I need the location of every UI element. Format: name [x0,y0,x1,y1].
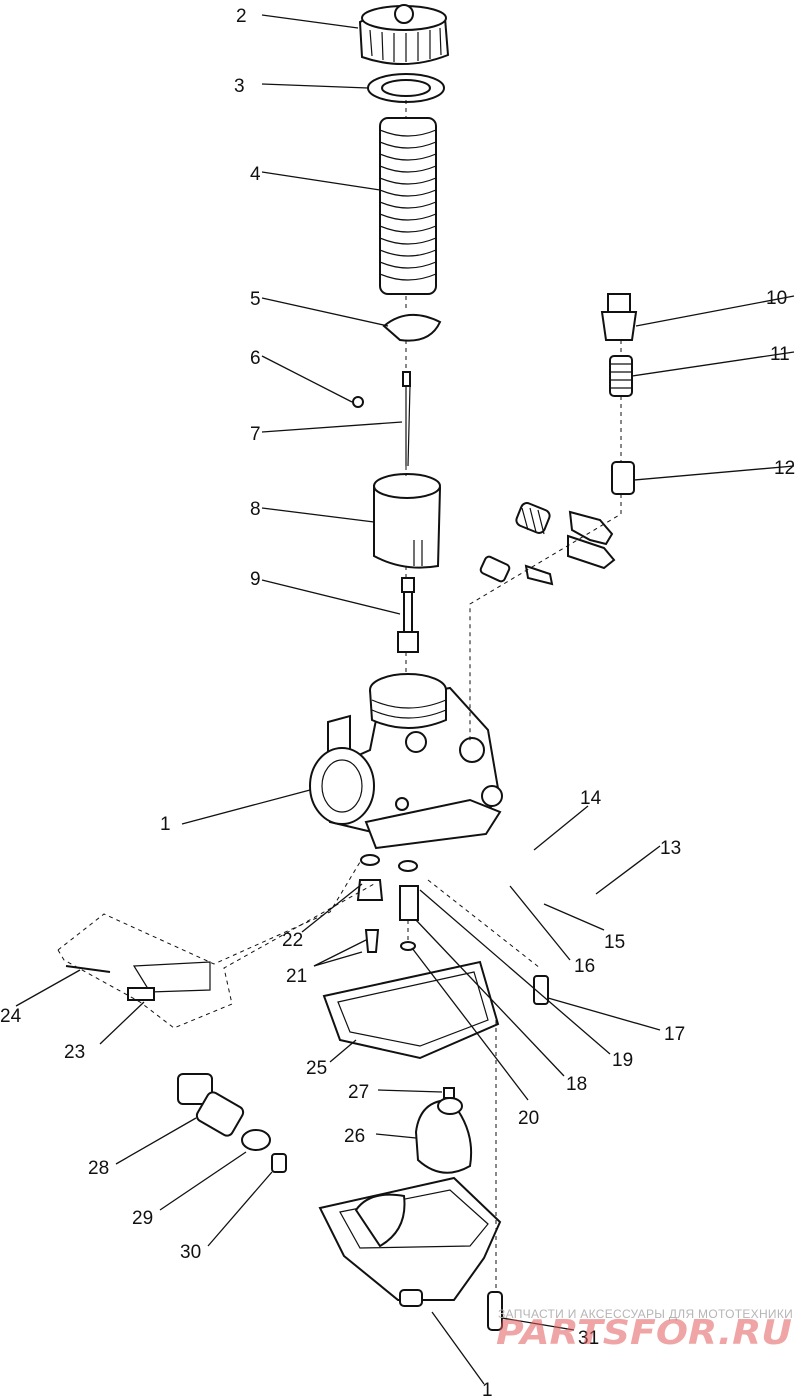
callout-14: 14 [580,788,602,809]
callout-2: 2 [236,6,247,27]
callout-30: 30 [180,1242,201,1263]
callout-27: 27 [348,1082,369,1103]
callout-15: 15 [604,932,625,953]
part-gasket [322,960,500,1060]
part-spring [379,117,437,295]
callout-1-bottom: 1 [482,1380,493,1398]
part-throttle-slide [373,473,442,569]
callout-29: 29 [132,1208,153,1229]
callout-24: 24 [0,1006,22,1027]
callout-13: 13 [660,838,681,859]
part-drain-washer [241,1129,271,1151]
part-drawings [65,4,638,1331]
callout-9: 9 [250,569,261,590]
part-drain-bolt [177,1073,245,1137]
callout-labels: 1 2 3 4 5 6 7 8 9 10 11 12 13 14 15 16 1… [0,6,795,1398]
watermark-logo: PARTSFOR.RU [496,1313,792,1353]
callout-20: 20 [518,1108,539,1129]
callout-3: 3 [234,76,245,97]
part-needle [402,371,411,467]
part-needle-jet [397,577,419,653]
callout-6: 6 [250,348,261,369]
part-carburetor-body [309,673,503,850]
callout-1: 1 [160,814,171,835]
callout-4: 4 [250,164,261,185]
watermark-caption: ЗАПЧАСТИ И АКСЕССУАРЫ ДЛЯ МОТОТЕХНИКИ [498,1307,793,1321]
callout-16: 16 [574,956,595,977]
callout-26: 26 [344,1126,365,1147]
part-plate [382,314,442,342]
leader-lines [15,14,795,1385]
watermark: ЗАПЧАСТИ И АКСЕССУАРЫ ДЛЯ МОТОТЕХНИКИ PA… [496,1307,793,1353]
part-clip [352,396,364,408]
callout-25: 25 [306,1058,327,1079]
part-float-pin [65,961,211,1001]
part-needle-valve [443,1087,455,1099]
part-bowl-screw [487,1291,503,1331]
part-air-screw-set [600,293,638,495]
part-drain-jet [271,1153,287,1173]
callout-5: 5 [250,289,261,310]
part-idle-screw [515,502,616,570]
callout-31: 31 [578,1328,599,1349]
callout-19: 19 [612,1050,633,1071]
assembly-lines [57,100,622,1290]
part-cap [358,4,450,65]
callout-8: 8 [250,499,261,520]
callout-11: 11 [770,344,790,365]
callout-17: 17 [664,1024,685,1045]
callout-28: 28 [88,1158,109,1179]
callout-12: 12 [774,458,795,479]
callout-10: 10 [766,288,787,309]
callout-23: 23 [64,1042,85,1063]
callout-22: 22 [282,930,303,951]
part-float-bowl [318,1176,502,1307]
callout-21: 21 [286,966,307,987]
part-pilot-screw [479,555,554,586]
callout-18: 18 [566,1074,587,1095]
part-washer [367,73,445,103]
part-float [414,1097,473,1174]
part-jets [356,854,419,953]
callout-7: 7 [250,424,261,445]
